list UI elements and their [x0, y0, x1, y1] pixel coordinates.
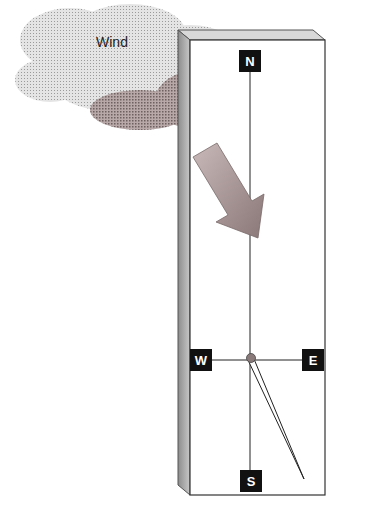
compass-letter-box: W	[190, 349, 212, 371]
compass-letter-box: N	[239, 50, 261, 72]
board-face	[190, 40, 325, 495]
board-top	[178, 30, 325, 40]
board-side	[178, 30, 190, 495]
pivot-dot	[247, 354, 256, 363]
cloud-label-area: Wind	[82, 28, 142, 56]
compass-letter: S	[247, 475, 256, 488]
compass-letter-box: E	[302, 349, 324, 371]
west-east-line	[212, 360, 302, 361]
north-south-line	[250, 72, 251, 470]
wind-arrow	[193, 143, 264, 238]
cloud-label: Wind	[96, 34, 128, 50]
vane-needle	[248, 359, 304, 479]
compass-letter: N	[245, 55, 254, 68]
compass-letter-box: S	[240, 470, 262, 492]
compass-letter: W	[195, 354, 207, 367]
compass-letter: E	[309, 354, 318, 367]
